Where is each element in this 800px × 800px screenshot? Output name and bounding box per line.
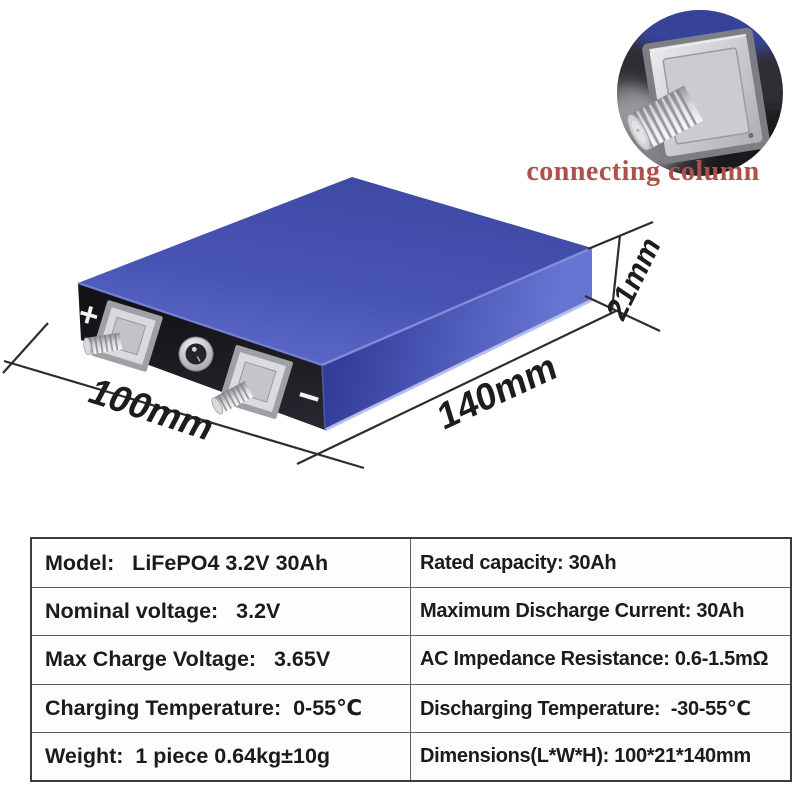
spec-cell-ac-impedance: AC Impedance Resistance: 0.6-1.5mΩ: [410, 635, 790, 684]
dimension-tick: [587, 220, 654, 251]
spec-cell-discharging-temp: Discharging Temperature: -30-55℃: [410, 683, 790, 732]
dimension-line-100mm: [3, 359, 365, 470]
vent-valve: [178, 336, 214, 372]
battery-top-face: [78, 177, 592, 365]
spec-cell-rated-capacity: Rated capacity: 30Ah: [410, 539, 790, 588]
spec-cell-max-charge-voltage: Max Charge Voltage: 3.65V: [32, 635, 410, 683]
inset-threaded-stud: [627, 85, 703, 151]
battery-body: + −: [74, 177, 593, 432]
inset-battery-blue-edge: [620, 10, 783, 56]
edge-highlight-front: [77, 281, 323, 367]
spec-cell-charging-temp: Charging Temperature: 0-55℃: [32, 683, 410, 732]
dimension-line-21mm: [610, 234, 622, 311]
dimension-label-height: 21mm: [601, 230, 666, 326]
negative-terminal-stud: [211, 381, 254, 415]
spec-cell-dimensions: Dimensions(L*W*H): 100*21*140mm: [410, 731, 790, 780]
battery-side-face: [322, 248, 592, 430]
dimension-tick: [2, 322, 49, 374]
spec-table: Model: LiFePO4 3.2V 30Ah Rated capacity:…: [30, 537, 792, 782]
spec-cell-model: Model: LiFePO4 3.2V 30Ah: [45, 550, 329, 575]
dimension-lines: [2, 220, 661, 470]
edge-highlight-bottom: [324, 298, 593, 432]
dimension-line-140mm: [296, 310, 617, 465]
spec-cell-weight: Weight: 1 piece 0.64kg±10g: [32, 731, 410, 780]
dimension-tick: [584, 295, 661, 332]
spec-cell-nominal-voltage: Nominal voltage: 3.2V: [32, 587, 410, 635]
battery-illustration: + − 100mm 140mm 21mm: [2, 10, 783, 470]
edge-highlight-right: [321, 246, 593, 367]
inset-terminal-plate: [642, 27, 771, 165]
spec-cell-max-discharge: Maximum Discharge Current: 30Ah: [410, 587, 790, 636]
positive-terminal-stud: [83, 332, 123, 356]
connecting-column-label: connecting column: [526, 156, 760, 187]
